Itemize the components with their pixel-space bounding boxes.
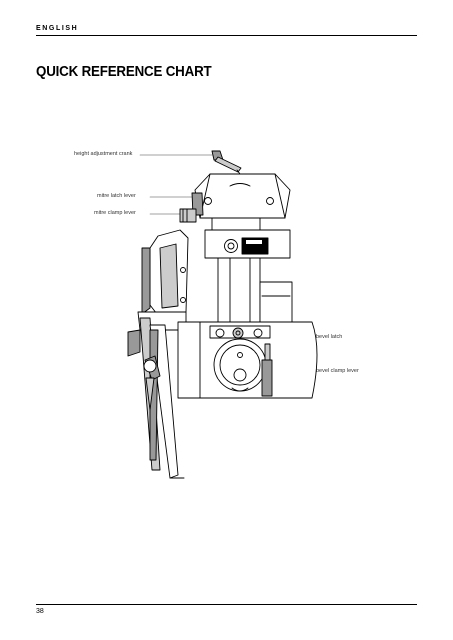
mitre-levers: [179, 192, 204, 223]
motor-body: [177, 321, 318, 399]
callout-bevel-latch: bevel latch: [316, 334, 343, 340]
language-header: ENGLISH: [36, 25, 79, 32]
footer-rule: [36, 604, 417, 605]
header-rule: [36, 35, 417, 36]
page-number: 38: [36, 608, 44, 615]
page-title: QUICK REFERENCE CHART: [36, 64, 212, 80]
callout-bevel-clamp-lever: bevel clamp lever: [316, 368, 359, 374]
neck-column: [204, 217, 293, 324]
left-arm: [127, 229, 189, 479]
upper-housing: [194, 173, 291, 219]
callout-height-adjustment-crank: height adjustment crank: [74, 151, 133, 157]
height-adjustment-crank: [211, 150, 242, 175]
callout-mitre-latch-lever: mitre latch lever: [97, 193, 136, 199]
callout-mitre-clamp-lever: mitre clamp lever: [94, 210, 136, 216]
